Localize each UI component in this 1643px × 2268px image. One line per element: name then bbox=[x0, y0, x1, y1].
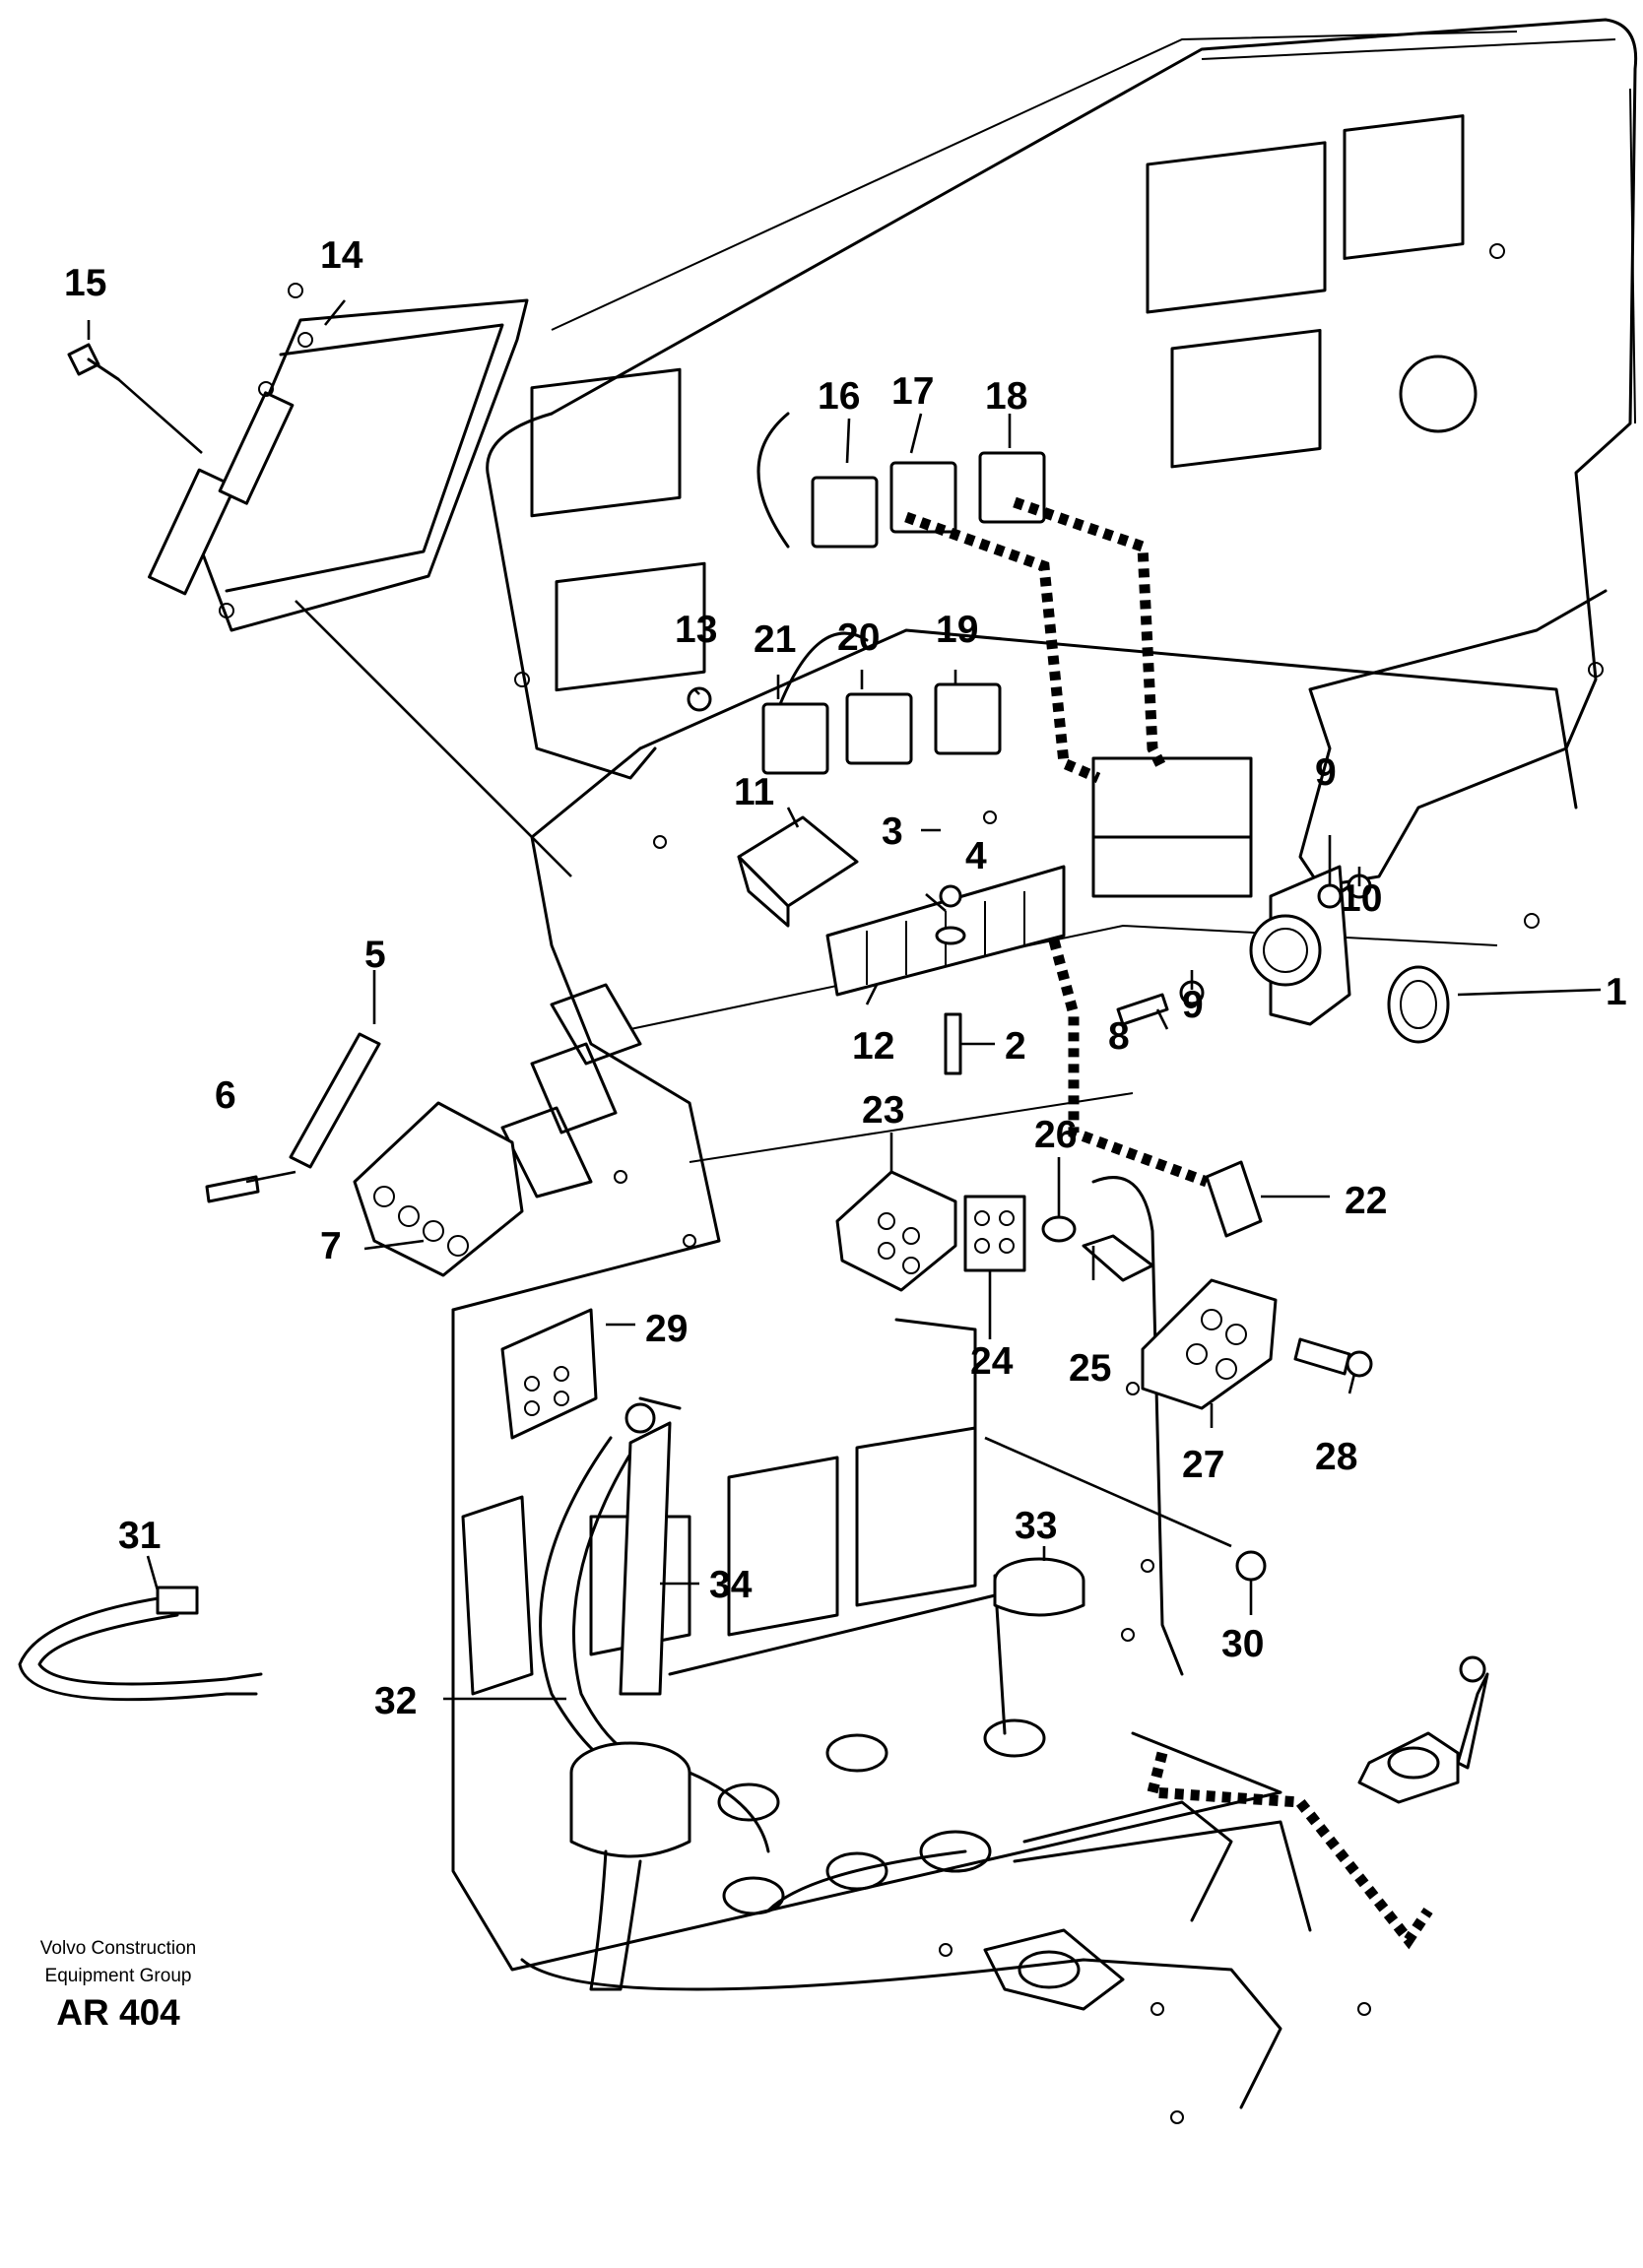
callout-1: 1 bbox=[1606, 971, 1627, 1013]
callout-2: 2 bbox=[1005, 1025, 1026, 1068]
publisher-name-line1: Volvo Construction bbox=[39, 1938, 197, 1959]
callout-28: 28 bbox=[1315, 1436, 1357, 1478]
callout-33: 33 bbox=[1015, 1505, 1057, 1547]
relay-socket-block bbox=[1091, 756, 1253, 898]
lower-right-switch bbox=[1357, 1655, 1486, 1804]
relays bbox=[761, 451, 1046, 775]
callout-15: 15 bbox=[64, 262, 106, 304]
callout-9b: 9 bbox=[1315, 751, 1337, 794]
publisher-name-line2: Equipment Group bbox=[44, 1966, 192, 1986]
leader-lines bbox=[87, 299, 1602, 1701]
callout-30: 30 bbox=[1221, 1623, 1264, 1665]
grommet-plates bbox=[500, 1170, 1278, 1440]
callout-10: 10 bbox=[1340, 877, 1382, 920]
callout-16: 16 bbox=[818, 375, 860, 418]
callout-23: 23 bbox=[862, 1089, 904, 1132]
diagram-code: AR 404 bbox=[56, 1992, 180, 2033]
lower-electrical-box bbox=[451, 1176, 1371, 2124]
wire-harnesses bbox=[904, 496, 1433, 1950]
callout-27: 27 bbox=[1182, 1444, 1224, 1486]
callout-29: 29 bbox=[645, 1308, 688, 1350]
callout-7: 7 bbox=[320, 1225, 342, 1267]
callout-19: 19 bbox=[936, 609, 978, 651]
fasteners bbox=[205, 686, 1489, 1770]
callout-24: 24 bbox=[970, 1340, 1014, 1383]
callout-34: 34 bbox=[709, 1564, 753, 1606]
callout-25: 25 bbox=[1069, 1347, 1111, 1390]
callout-20: 20 bbox=[837, 616, 880, 659]
bracket-5 bbox=[289, 1032, 381, 1169]
callout-9a: 9 bbox=[1182, 984, 1204, 1026]
terminal-block-7 bbox=[353, 1101, 524, 1277]
timer-relay bbox=[737, 815, 859, 928]
callout-22: 22 bbox=[1345, 1180, 1387, 1222]
callout-11: 11 bbox=[734, 771, 774, 813]
callout-13: 13 bbox=[675, 609, 717, 651]
callout-12: 12 bbox=[852, 1025, 894, 1068]
callout-6: 6 bbox=[215, 1074, 236, 1117]
callout-labels: 1 2 3 4 5 6 7 8 9 9 10 11 12 13 14 15 16… bbox=[64, 234, 1627, 1722]
publisher-footer: Volvo Construction Equipment Group AR 40… bbox=[20, 1935, 217, 2036]
callout-32: 32 bbox=[374, 1680, 417, 1722]
control-unit bbox=[148, 283, 529, 632]
callout-4: 4 bbox=[965, 835, 987, 877]
callout-5: 5 bbox=[364, 934, 386, 976]
callout-17: 17 bbox=[891, 370, 934, 413]
callout-31: 31 bbox=[118, 1515, 161, 1557]
callout-21: 21 bbox=[754, 618, 796, 661]
rocker-switch bbox=[1205, 1160, 1263, 1238]
callout-14: 14 bbox=[320, 234, 363, 277]
cable-assembly bbox=[539, 1396, 1085, 1991]
screw-15 bbox=[67, 343, 120, 381]
callout-8: 8 bbox=[1108, 1015, 1130, 1058]
callout-3: 3 bbox=[882, 810, 903, 853]
callout-18: 18 bbox=[985, 375, 1027, 418]
callout-26: 26 bbox=[1034, 1114, 1077, 1156]
cable-tie bbox=[18, 1586, 263, 1702]
